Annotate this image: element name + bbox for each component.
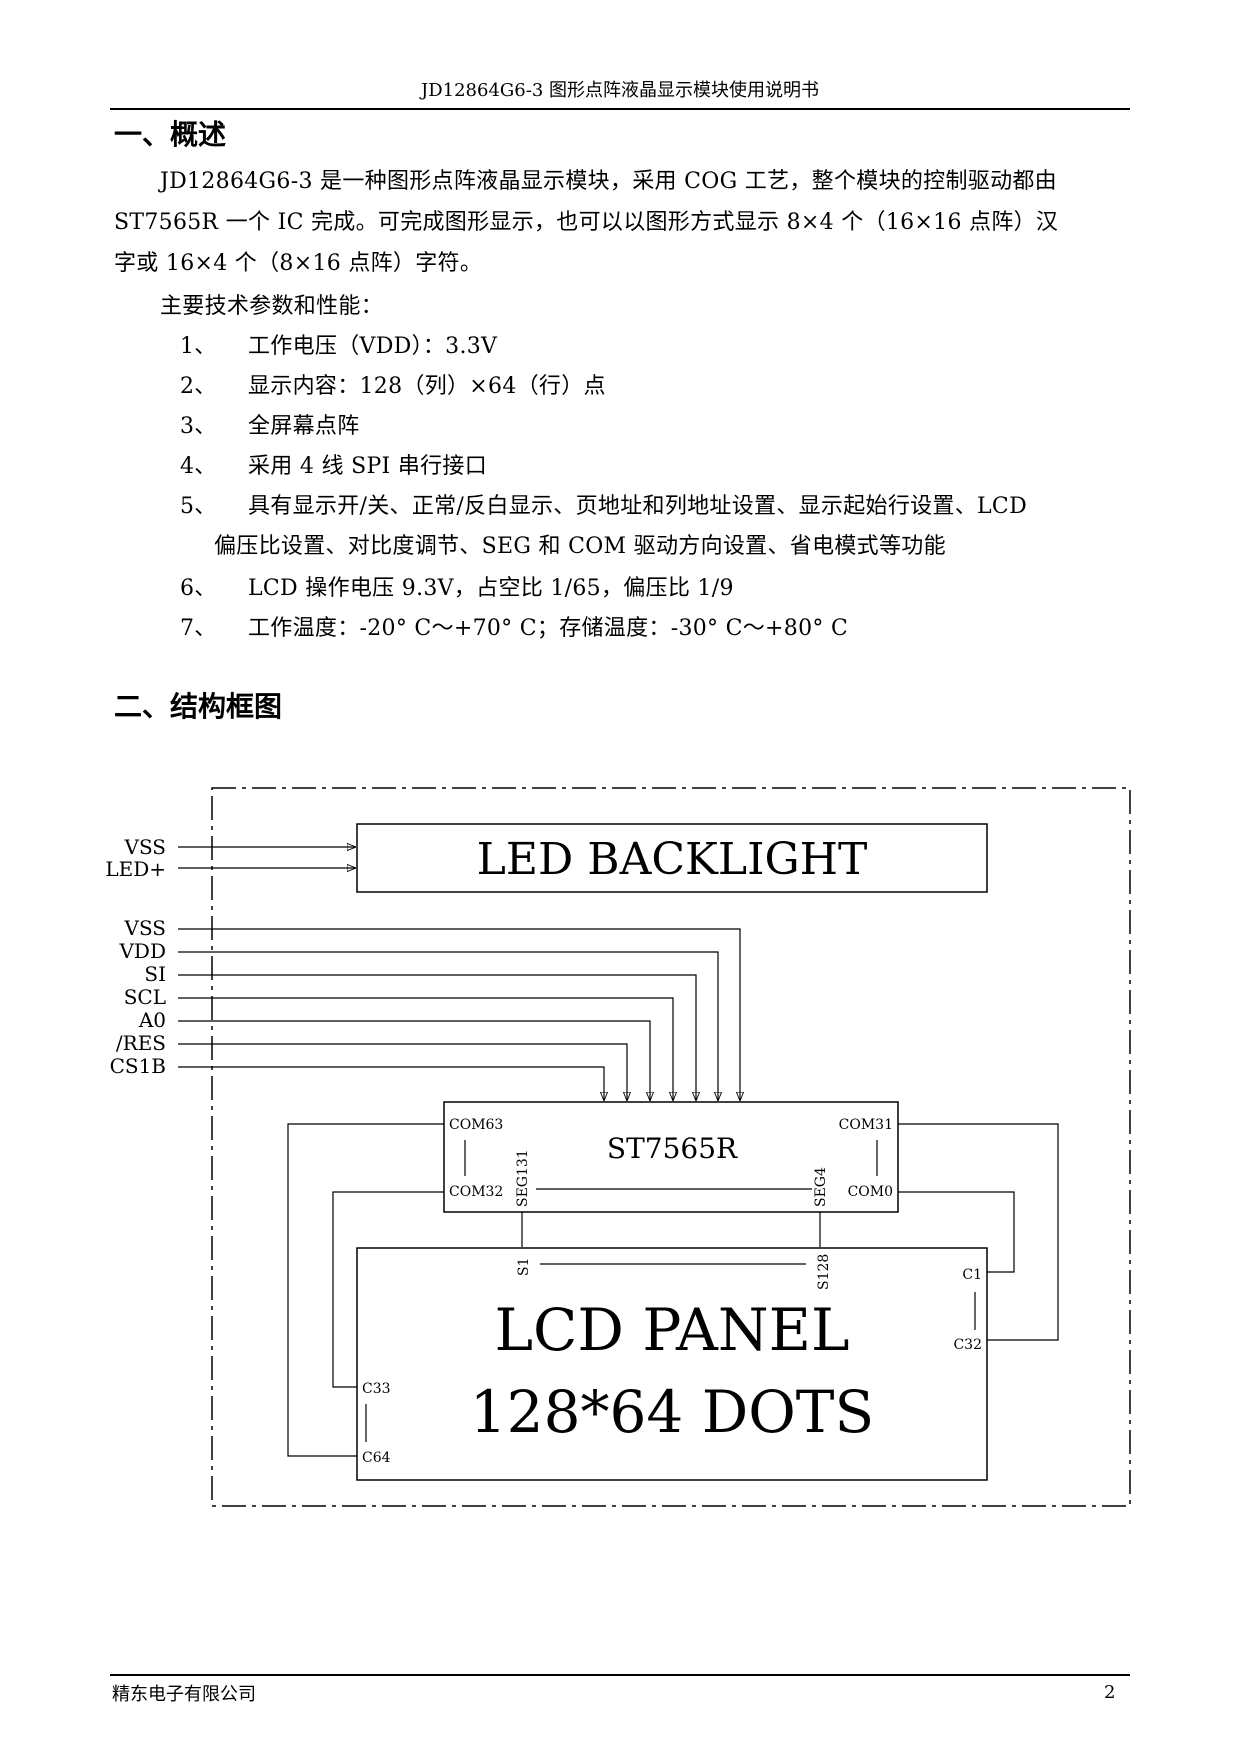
pin-label: SCL <box>124 985 166 1009</box>
com-connection <box>287 1123 444 1457</box>
signal-line <box>178 974 696 1101</box>
params-title: 主要技术参数和性能： <box>160 294 384 319</box>
controller-name: ST7565R <box>607 1132 738 1165</box>
panel-pin-label: C1 <box>962 1267 982 1283</box>
pin-label: CS1B <box>110 1054 166 1078</box>
item-text: LCD 操作电压 9.3V，占空比 1/65，偏压比 1/9 <box>248 576 734 601</box>
panel-pin-label: C32 <box>953 1337 982 1353</box>
item-text: 采用 4 线 SPI 串行接口 <box>248 454 488 479</box>
controller-pin-label: COM31 <box>839 1117 893 1133</box>
pin-label: LED+ <box>105 857 166 881</box>
controller-pin-label: SEG131 <box>515 1149 531 1207</box>
item-text: 全屏幕点阵 <box>248 414 360 439</box>
pin-label: VSS <box>124 916 167 940</box>
intro-line-3: 字或 16×4 个（8×16 点阵）字符。 <box>114 251 483 276</box>
item-text: 工作温度：-20° C～+70° C；存储温度：-30° C～+80° C <box>248 616 849 641</box>
item-number: 7、 <box>180 616 217 641</box>
section-2-heading: 二、结构框图 <box>114 690 283 723</box>
pin-label: VSS <box>124 835 167 859</box>
backlight-box <box>356 823 988 893</box>
item-number: 4、 <box>180 454 217 479</box>
panel-pin-label: C33 <box>362 1381 391 1397</box>
signal-line <box>178 1020 650 1101</box>
pin-label: SI <box>144 962 166 986</box>
controller-pin-label: COM32 <box>449 1184 503 1200</box>
panel-pin-label: S1 <box>516 1258 532 1277</box>
panel-pin-label: C64 <box>362 1450 391 1466</box>
item-number: 2、 <box>180 374 217 399</box>
header-rule <box>110 108 1130 110</box>
lcd-panel-box <box>356 1247 988 1481</box>
item-number: 5、 <box>180 494 217 519</box>
controller-pin-label: COM63 <box>449 1117 503 1133</box>
panel-resolution: 128*64 DOTS <box>470 1378 874 1446</box>
item-text-continuation: 偏压比设置、对比度调节、SEG 和 COM 驱动方向设置、省电模式等功能 <box>214 534 946 559</box>
item-text: 具有显示开/关、正常/反白显示、页地址和列地址设置、显示起始行设置、LCD <box>248 494 1028 519</box>
com-connection <box>898 1123 1059 1341</box>
panel-title: LCD PANEL <box>494 1296 849 1364</box>
footer-company: 精东电子有限公司 <box>112 1684 256 1705</box>
module-boundary <box>211 787 1131 1507</box>
controller-pin-label: COM0 <box>848 1184 893 1200</box>
pin-label: A0 <box>138 1008 166 1032</box>
section-1-heading: 一、概述 <box>114 118 227 151</box>
footer-page-number: 2 <box>1104 1682 1116 1703</box>
item-text: 工作电压（VDD）：3.3V <box>248 334 498 359</box>
item-text: 显示内容：128（列）×64（行）点 <box>248 374 606 399</box>
com-connection <box>898 1191 1015 1273</box>
signal-line <box>178 1066 604 1101</box>
pin-label: /RES <box>116 1031 166 1055</box>
signal-line <box>178 951 718 1101</box>
signal-line <box>178 928 740 1101</box>
intro-line-2: ST7565R 一个 IC 完成。可完成图形显示，也可以以图形方式显示 8×4 … <box>114 210 1059 235</box>
com-connection <box>332 1191 444 1388</box>
item-number: 6、 <box>180 576 217 601</box>
backlight-label: LED BACKLIGHT <box>477 834 868 885</box>
signal-line <box>178 997 673 1101</box>
item-number: 1、 <box>180 334 217 359</box>
pin-label: VDD <box>118 939 166 963</box>
item-number: 3、 <box>180 414 217 439</box>
controller-pin-label: SEG4 <box>813 1167 829 1207</box>
signal-line <box>178 1043 627 1101</box>
controller-box <box>443 1101 899 1213</box>
panel-pin-label: S128 <box>816 1254 832 1290</box>
footer-rule <box>110 1674 1130 1676</box>
page-header-title: JD12864G6-3 图形点阵液晶显示模块使用说明书 <box>421 80 819 101</box>
intro-line-1: JD12864G6-3 是一种图形点阵液晶显示模块，采用 COG 工艺，整个模块… <box>160 169 1057 194</box>
